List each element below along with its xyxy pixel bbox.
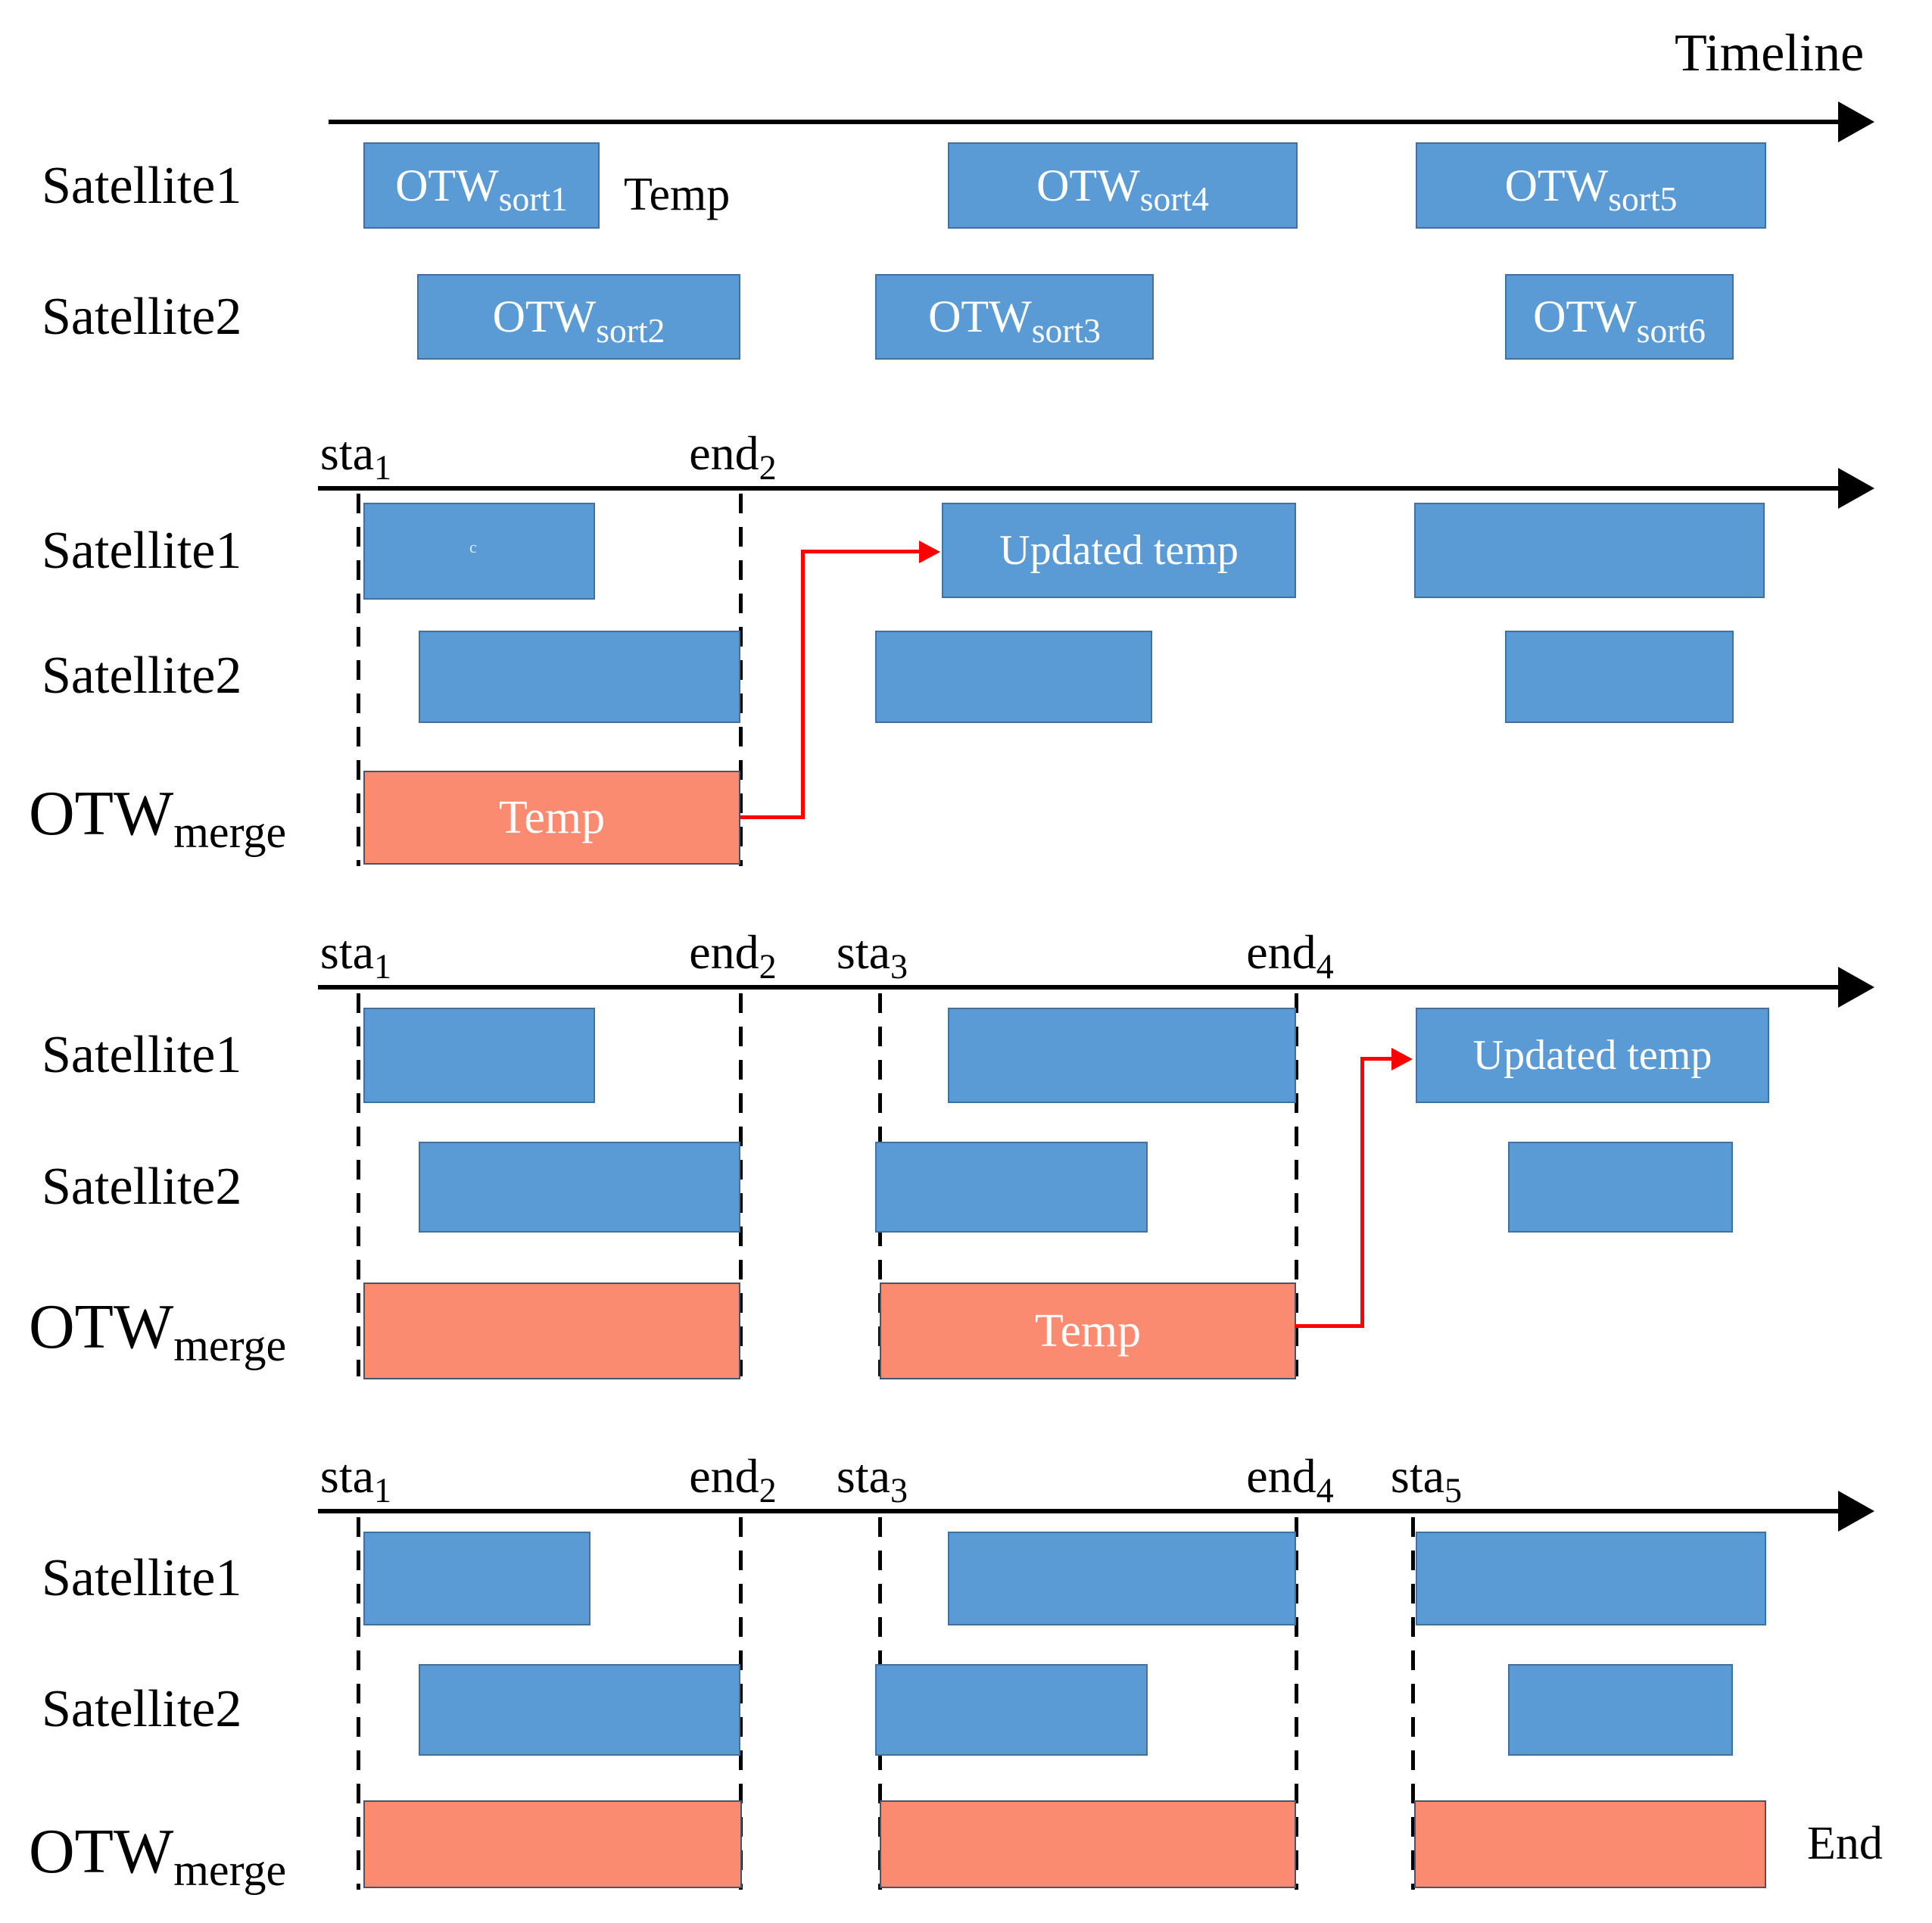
timeline-arrowhead-panel2: [1838, 468, 1874, 509]
sta3-label-panel3: sta3: [836, 925, 908, 986]
satellite1-window-c-panel2: [1414, 503, 1765, 598]
dashed-line-sta1-panel2: [357, 494, 360, 866]
satellite1-window-a-panel3: [363, 1008, 595, 1103]
sta1-label-panel2: sta1: [319, 426, 392, 487]
satellite2-window-b-panel3: [875, 1142, 1148, 1233]
otw-merge-temp-box-panel2: Temp: [363, 771, 740, 865]
dashed-line-end4-panel3: [1295, 993, 1298, 1376]
satellite1-row-label-panel4: Satellite1: [42, 1549, 242, 1607]
timeline-axis-panel2: [318, 486, 1843, 491]
temp-label-panel2: Temp: [498, 791, 606, 843]
otw-sort2-label: OTWsort2: [492, 291, 665, 350]
otw-sort2-box: OTWsort2: [417, 274, 740, 360]
satellite1-window-b-panel4: [948, 1532, 1296, 1625]
otw-sort6-label: OTWsort6: [1533, 291, 1706, 350]
red-arrow-segment-bottom-panel3: [1295, 1324, 1364, 1328]
satellite2-window-c-panel4: [1508, 1664, 1733, 1756]
satellite2-window-c-panel3: [1508, 1142, 1733, 1233]
satellite1-row-label-panel1: Satellite1: [42, 157, 242, 215]
satellite2-window-a-panel4: [419, 1664, 740, 1756]
timeline-arrowhead-panel4: [1838, 1491, 1874, 1532]
otw-merge-box3-panel4: [1414, 1800, 1766, 1888]
otw-sort4-label: OTWsort4: [1036, 160, 1209, 219]
satellite2-row-label-panel1: Satellite2: [42, 288, 242, 346]
timeline-title: Timeline: [1675, 24, 1865, 83]
satellite2-row-label-panel3: Satellite2: [42, 1158, 242, 1216]
timeline-axis-panel1: [329, 120, 1843, 124]
dashed-line-sta5-panel4: [1411, 1517, 1415, 1890]
timeline-arrowhead-panel1: [1838, 101, 1874, 142]
otw-sort5-box: OTWsort5: [1416, 142, 1766, 229]
dashed-line-end4-panel4: [1295, 1517, 1298, 1890]
otw-sort1-box: OTWsort1: [363, 142, 600, 229]
sta1-label-panel3: sta1: [319, 925, 392, 986]
red-arrowhead-panel2: [919, 541, 940, 563]
stray-c-artifact: c: [469, 538, 477, 556]
satellite1-row-label-panel3: Satellite1: [42, 1026, 242, 1084]
satellite1-window-a-panel2: [363, 503, 595, 600]
end4-label-panel3: end4: [1246, 925, 1334, 986]
end2-label-panel3: end2: [689, 925, 777, 986]
satellite1-window-c-panel4: [1416, 1532, 1766, 1625]
satellite1-row-label-panel2: Satellite1: [42, 522, 242, 580]
satellite1-window-b-panel3: [948, 1008, 1296, 1103]
satellite2-window-c-panel2: [1505, 631, 1734, 723]
red-arrow-segment-bottom-panel2: [740, 815, 805, 819]
otw-sort4-box: OTWsort4: [948, 142, 1298, 229]
end4-label-panel4: end4: [1246, 1449, 1334, 1510]
updated-temp-box-panel3: Updated temp: [1416, 1008, 1769, 1103]
sta5-label-panel4: sta5: [1390, 1449, 1463, 1510]
otw-sort3-box: OTWsort3: [875, 274, 1154, 360]
sta1-label-panel4: sta1: [319, 1449, 392, 1510]
otw-merge-temp-box-panel3: Temp: [880, 1283, 1296, 1379]
timeline-axis-panel3: [318, 985, 1843, 990]
dashed-line-end2-panel4: [739, 1517, 743, 1890]
otw-sort5-label: OTWsort5: [1504, 160, 1678, 219]
otw-sort3-label: OTWsort3: [928, 291, 1101, 350]
dashed-line-sta1-panel4: [357, 1517, 360, 1890]
end2-label-panel2: end2: [689, 426, 777, 487]
satellite2-row-label-panel4: Satellite2: [42, 1680, 242, 1738]
otw-sort6-box: OTWsort6: [1505, 274, 1734, 360]
updated-temp-label-panel3: Updated temp: [1472, 1032, 1712, 1079]
red-arrow-segment-top-panel3: [1360, 1057, 1391, 1061]
satellite2-row-label-panel2: Satellite2: [42, 647, 242, 705]
updated-temp-label-panel2: Updated temp: [999, 527, 1239, 574]
dashed-line-end2-panel2: [739, 494, 743, 866]
temp-pointer-label-panel1: Temp: [624, 169, 731, 220]
satellite2-window-b-panel4: [875, 1664, 1148, 1756]
otw-merge-box1-panel4: [363, 1800, 742, 1888]
sta3-label-panel4: sta3: [836, 1449, 908, 1510]
satellite1-window-a-panel4: [363, 1532, 591, 1625]
red-arrow-segment-vertical-panel3: [1360, 1057, 1364, 1328]
red-arrow-segment-vertical-panel2: [801, 550, 805, 819]
timeline-axis-panel4: [318, 1509, 1843, 1513]
satellite2-window-a-panel3: [419, 1142, 740, 1233]
timeline-arrowhead-panel3: [1838, 967, 1874, 1008]
end-label: End: [1807, 1818, 1883, 1869]
red-arrow-segment-top-panel2: [801, 550, 921, 553]
otw-merge-box2-panel4: [880, 1800, 1296, 1888]
updated-temp-box-panel2: Updated temp: [942, 503, 1296, 598]
otw-sort1-label: OTWsort1: [395, 160, 568, 219]
end2-label-panel4: end2: [689, 1449, 777, 1510]
dashed-line-end2-panel3: [739, 993, 743, 1376]
temp-label-panel3: Temp: [1034, 1304, 1142, 1357]
red-arrowhead-panel3: [1391, 1048, 1413, 1071]
otw-merge-row-label-panel3: OTWmerge: [29, 1292, 287, 1370]
satellite2-window-b-panel2: [875, 631, 1152, 723]
otw-merge-row-label-panel4: OTWmerge: [29, 1816, 287, 1895]
satellite2-window-a-panel2: [419, 631, 740, 723]
otw-merge-box1-panel3: [363, 1283, 740, 1379]
dashed-line-sta1-panel3: [357, 993, 360, 1376]
otw-merge-row-label-panel2: OTWmerge: [29, 778, 287, 857]
